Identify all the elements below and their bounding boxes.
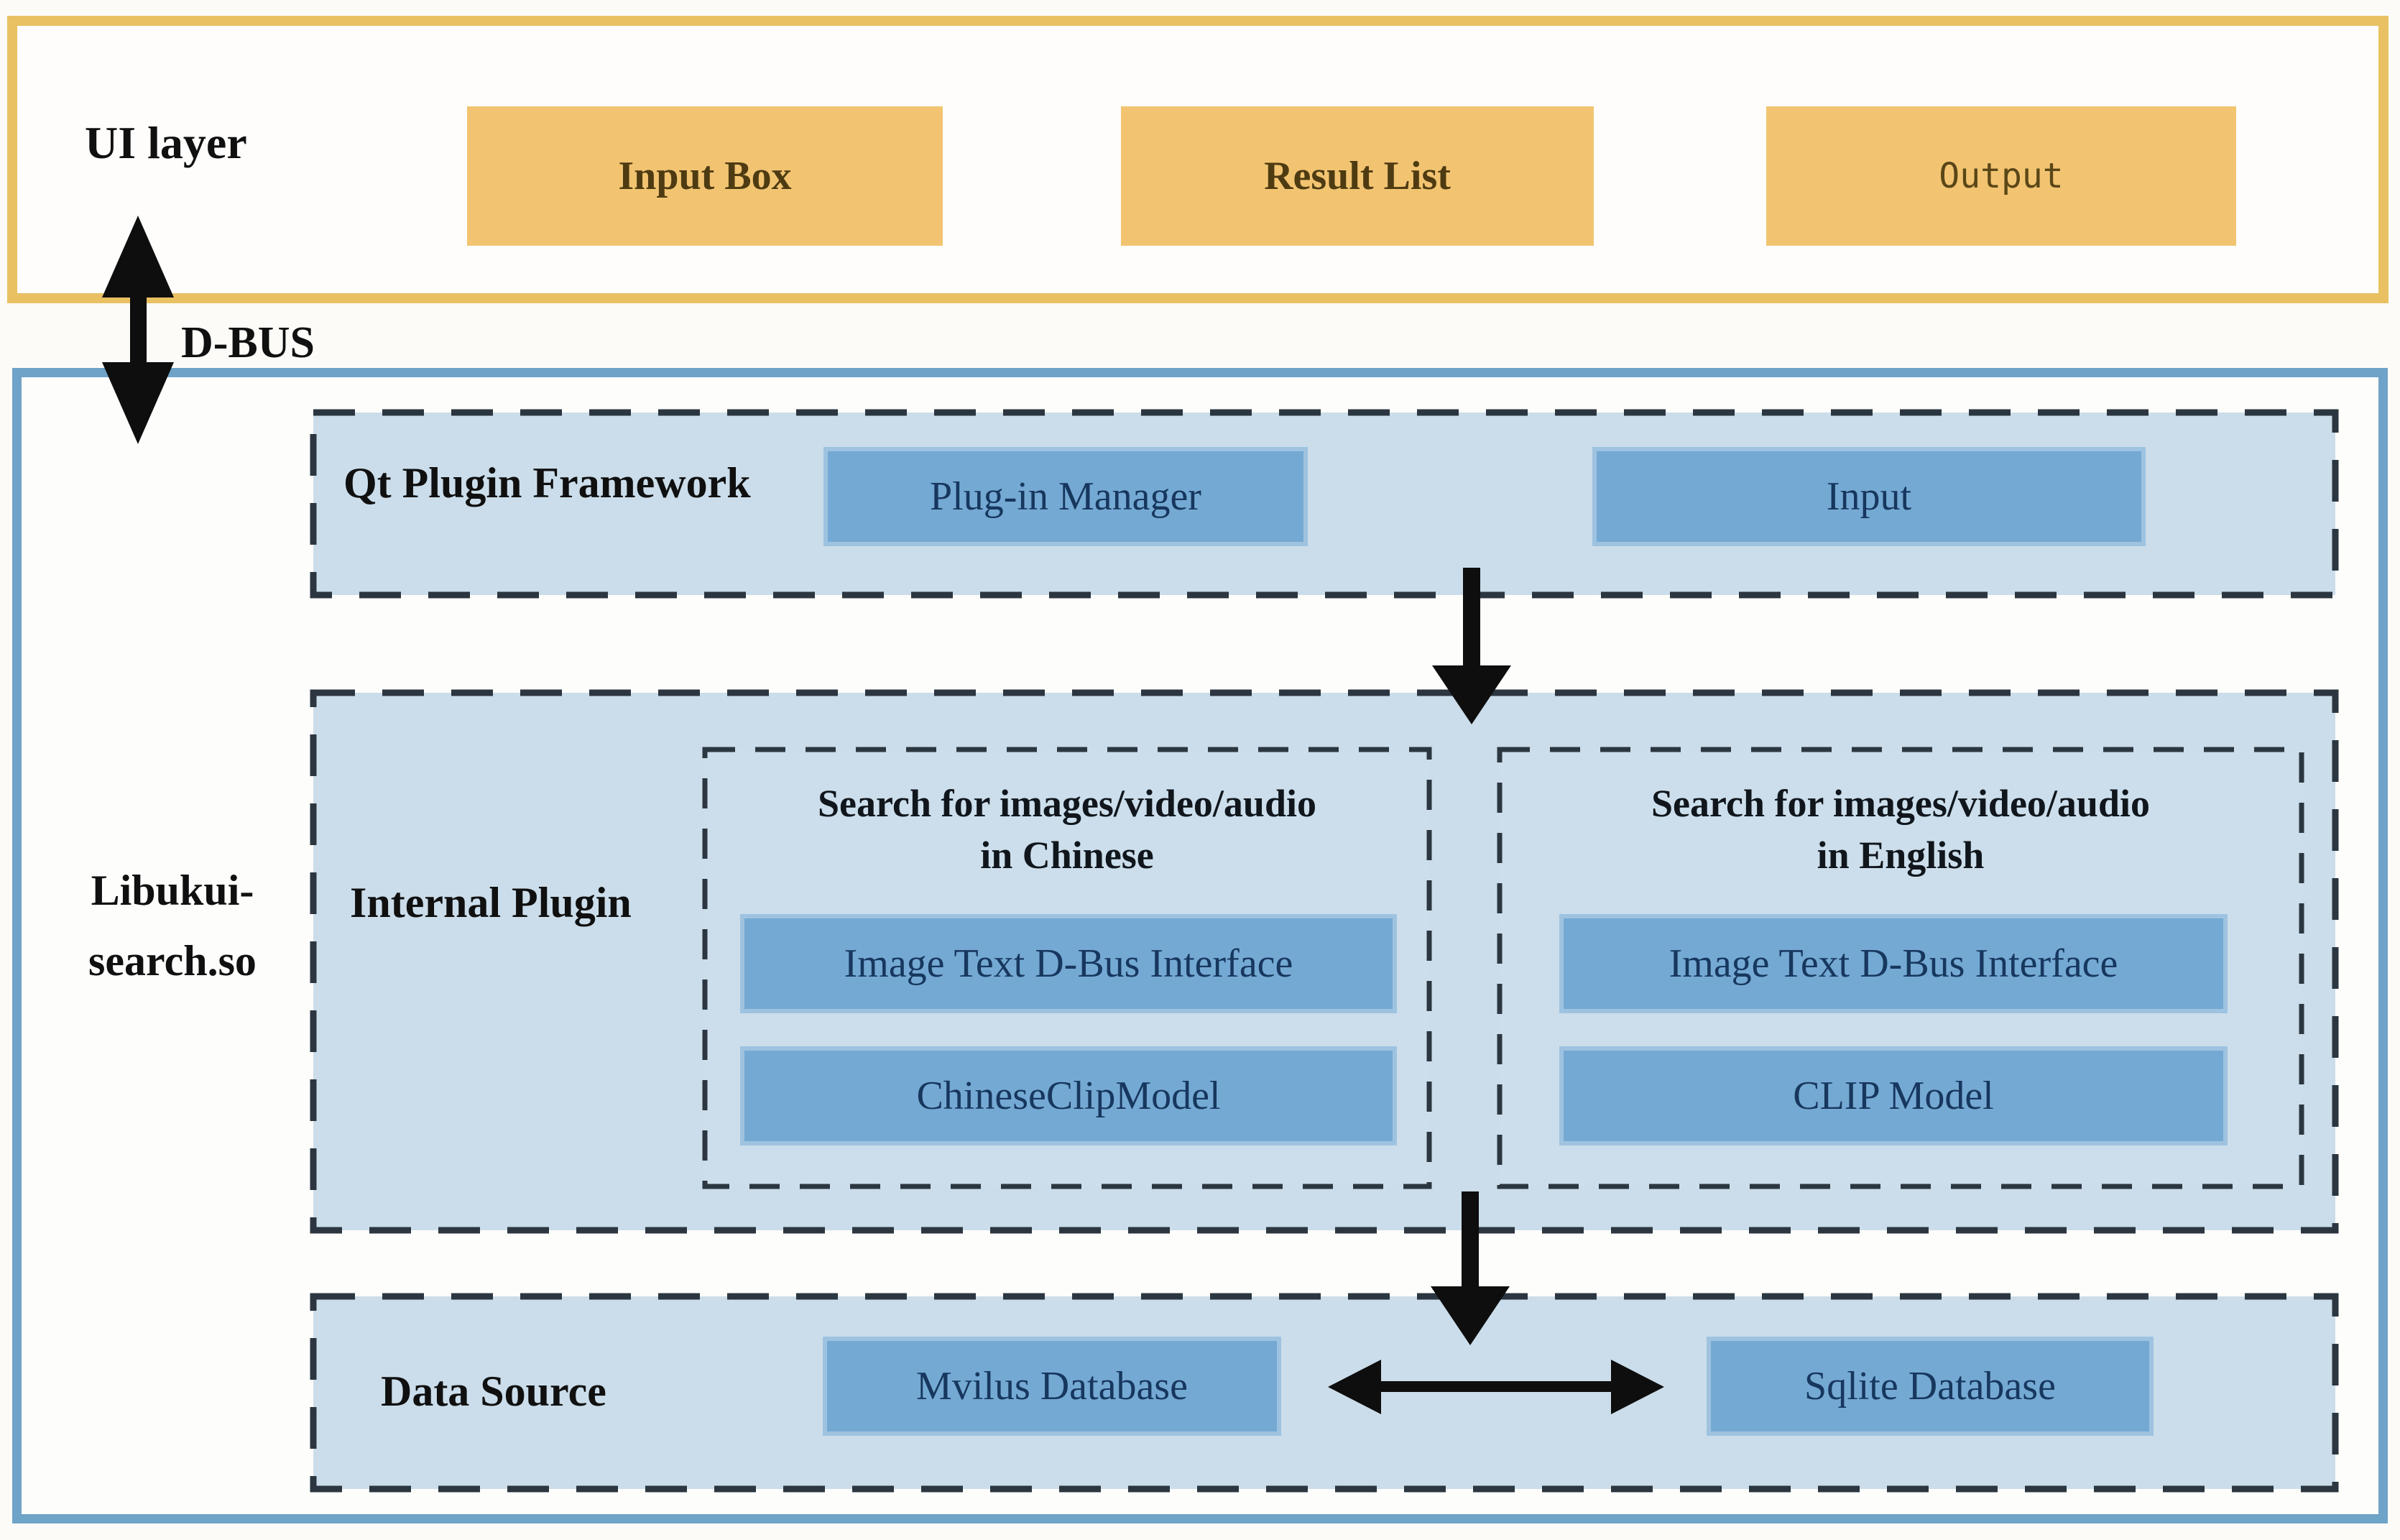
clip-model-label: CLIP Model (1793, 1074, 1994, 1118)
clip-model-node: CLIP Model (1559, 1046, 2228, 1145)
qt-input-label: Input (1826, 474, 1912, 519)
mvilus-database-node: Mvilus Database (823, 1337, 1281, 1436)
library-name-line2: search.so (88, 937, 257, 985)
library-name-label: Libukui- search.so (57, 855, 287, 996)
mvilus-database-label: Mvilus Database (916, 1364, 1188, 1408)
chinese-clip-model-node: ChineseClipModel (740, 1046, 1397, 1145)
result-list-node: Result List (1121, 106, 1594, 246)
image-text-dbus-interface-cn-node: Image Text D-Bus Interface (740, 914, 1397, 1013)
qt-framework-label: Qt Plugin Framework (343, 459, 751, 507)
english-group-title-line1: Search for images/video/audio (1651, 782, 2150, 825)
input-box-node: Input Box (467, 106, 943, 246)
sqlite-database-node: Sqlite Database (1707, 1337, 2154, 1436)
library-name-line1: Libukui- (91, 867, 254, 914)
sqlite-database-label: Sqlite Database (1804, 1364, 2056, 1408)
output-node: Output (1766, 106, 2236, 246)
internal-plugin-label: Internal Plugin (350, 879, 632, 926)
english-group-title-line2: in English (1817, 834, 1985, 877)
image-text-dbus-interface-en-label: Image Text D-Bus Interface (1669, 941, 2118, 986)
plugin-manager-label: Plug-in Manager (930, 474, 1201, 519)
image-text-dbus-interface-en-node: Image Text D-Bus Interface (1559, 914, 2228, 1013)
chinese-group-title-line1: Search for images/video/audio (817, 782, 1316, 825)
ui-layer-label: UI layer (85, 117, 247, 168)
data-source-label: Data Source (381, 1368, 606, 1415)
dbus-label: D-BUS (181, 318, 315, 367)
chinese-clip-model-label: ChineseClipModel (916, 1074, 1221, 1118)
chinese-group-title-line2: in Chinese (980, 834, 1154, 877)
output-label: Output (1939, 156, 2064, 196)
plugin-manager-node: Plug-in Manager (823, 447, 1308, 546)
input-box-label: Input Box (618, 154, 792, 198)
qt-input-node: Input (1592, 447, 2146, 546)
chinese-group-title: Search for images/video/audio in Chinese (719, 778, 1416, 881)
english-group-title: Search for images/video/audio in English (1516, 778, 2285, 881)
image-text-dbus-interface-cn-label: Image Text D-Bus Interface (844, 941, 1293, 986)
result-list-label: Result List (1264, 154, 1451, 198)
